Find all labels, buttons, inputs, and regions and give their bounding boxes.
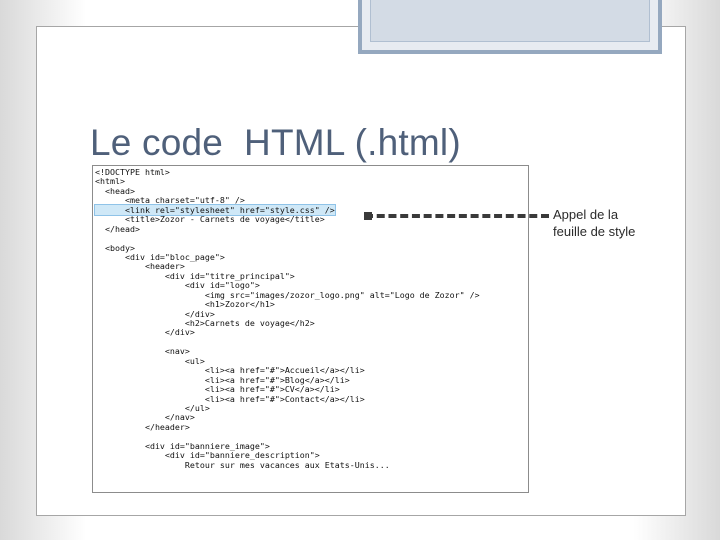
code-line-text: <nav> — [95, 346, 190, 357]
code-lines: <!DOCTYPE html><html> <head> <meta chars… — [94, 167, 480, 470]
code-line: </div> — [95, 308, 480, 319]
code-line: <nav> — [95, 347, 480, 356]
code-line-text: <li><a href="#">Blog</a></li> — [95, 374, 350, 385]
code-line-text: <li><a href="#">CV</a></li> — [95, 384, 340, 395]
code-line: <li><a href="#">Blog</a></li> — [95, 374, 480, 385]
code-line-text: <li><a href="#">Contact</a></li> — [95, 393, 365, 404]
code-line: </header> — [95, 421, 480, 432]
slide-title: Le code HTML (.html) — [90, 122, 461, 163]
code-line-text: <div id="banniere_image"> — [95, 440, 270, 451]
code-line-text: </head> — [95, 223, 140, 234]
annotation-line-2: feuille de style — [553, 224, 636, 239]
code-line: <li><a href="#">Contact</a></li> — [95, 393, 480, 404]
code-line: <!DOCTYPE html> — [95, 167, 480, 177]
code-line-text: </div> — [95, 308, 215, 319]
code-line-text: <header> — [95, 261, 185, 272]
code-line: <div id="banniere_image"> — [95, 440, 480, 451]
code-line-text: <link rel="stylesheet" href="style.css" … — [94, 203, 336, 216]
code-line: <div id="bloc_page"> — [95, 251, 480, 262]
code-line-text: <html> — [95, 176, 125, 187]
code-line-text: Retour sur mes vacances aux Etats-Unis..… — [95, 459, 390, 470]
code-line: <header> — [95, 262, 480, 271]
code-line-text: <img src="images/zozor_logo.png" alt="Lo… — [95, 289, 480, 300]
code-line-text: <ul> — [95, 355, 205, 366]
code-line-text: <div id="bloc_page"> — [95, 251, 225, 262]
code-line — [95, 234, 480, 243]
code-line: <html> — [95, 177, 480, 186]
annotation-line-1: Appel de la — [553, 207, 619, 222]
code-line-text: <meta charset="utf-8" /> — [95, 195, 245, 206]
code-line-text: <div id="logo"> — [95, 280, 260, 291]
code-line: <div id="titre_principal"> — [95, 270, 480, 281]
code-line: <div id="logo"> — [95, 281, 480, 290]
code-line-text: </header> — [95, 421, 190, 432]
code-line: Retour sur mes vacances aux Etats-Unis..… — [95, 459, 480, 470]
code-line-text: <div id="titre_principal"> — [95, 270, 295, 281]
code-line: <head> — [95, 185, 480, 196]
code-line: </div> — [95, 328, 480, 337]
connector-endpoint — [364, 212, 372, 220]
code-line-text: <head> — [95, 185, 135, 196]
code-line: </ul> — [95, 402, 480, 413]
code-line: <li><a href="#">CV</a></li> — [95, 384, 480, 395]
code-line-text: <h2>Carnets de voyage</h2> — [95, 318, 315, 328]
code-line: <div id="banniere_description"> — [95, 450, 480, 461]
code-line-text: <!DOCTYPE html> — [95, 167, 170, 177]
code-line-stylesheet-link: <link rel="stylesheet" href="style.css" … — [94, 203, 480, 216]
code-line: <li><a href="#">Accueil</a></li> — [95, 365, 480, 376]
dashed-connector-line — [365, 214, 549, 218]
code-line: <meta charset="utf-8" /> — [95, 196, 480, 205]
code-line-text: </div> — [95, 327, 195, 338]
code-line: <h1>Zozor</h1> — [95, 299, 480, 310]
code-line-text: <title>Zozor - Carnets de voyage</title> — [95, 214, 325, 225]
code-line: </head> — [95, 223, 480, 234]
code-line: <title>Zozor - Carnets de voyage</title> — [95, 214, 480, 225]
code-line: <h2>Carnets de voyage</h2> — [95, 318, 480, 328]
code-line-text: <body> — [95, 242, 135, 253]
annotation-text: Appel de la feuille de style — [553, 206, 678, 240]
code-line-text: <li><a href="#">Accueil</a></li> — [95, 365, 365, 376]
decorative-accent-inner — [370, 0, 650, 42]
code-line-text: </ul> — [95, 402, 210, 413]
code-line: <body> — [95, 242, 480, 253]
code-line-text: <div id="banniere_description"> — [95, 450, 320, 461]
code-line: <ul> — [95, 355, 480, 366]
code-line: <img src="images/zozor_logo.png" alt="Lo… — [95, 289, 480, 300]
code-line: </nav> — [95, 413, 480, 422]
decorative-accent-box — [358, 0, 662, 54]
html-code-screenshot: <!DOCTYPE html><html> <head> <meta chars… — [92, 165, 529, 493]
code-line-text: <h1>Zozor</h1> — [95, 299, 275, 310]
code-line-text: </nav> — [95, 412, 195, 423]
